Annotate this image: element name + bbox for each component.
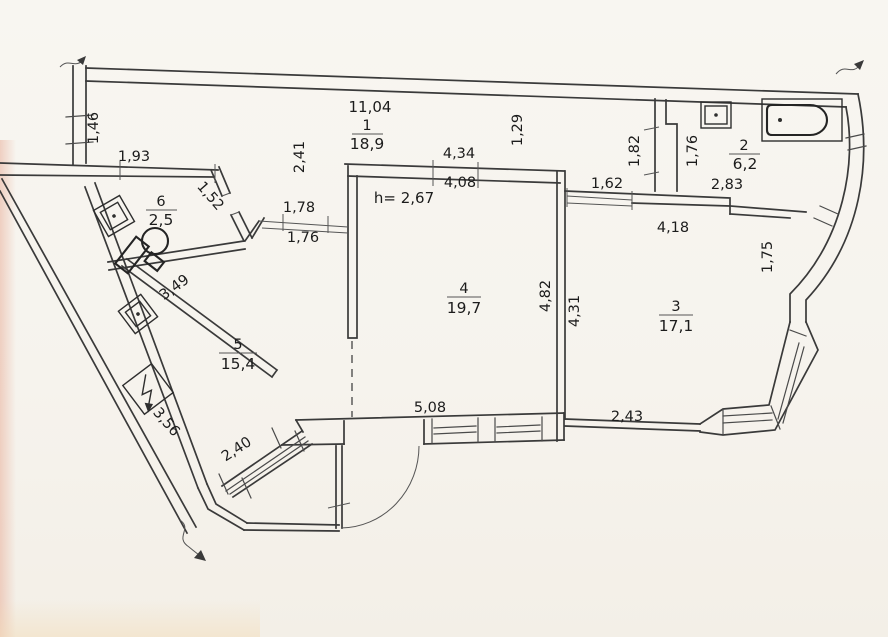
dim-room3-door: 1,62 [591, 176, 623, 192]
wall-break-top-left-icon [59, 56, 86, 68]
room-2-number: 2 [739, 138, 748, 154]
dim-room2-height: 1,76 [685, 135, 701, 167]
room-label-2: 2 6,2 [729, 138, 760, 173]
bathtub-icon [761, 98, 843, 142]
room-label-1: 1 18,9 [350, 118, 385, 153]
room-5-area: 15,4 [221, 355, 256, 373]
room-label-4: 4 19,7 [447, 281, 482, 317]
windows [65, 114, 867, 532]
fixtures [92, 98, 843, 416]
room-1-area: 18,9 [350, 135, 385, 153]
dim-top-wall: 11,04 [349, 98, 392, 116]
door-swing-arc [340, 445, 420, 529]
room-label-5: 5 15,4 [219, 337, 257, 373]
dim-left-wall-window: 1,46 [86, 112, 102, 144]
dimension-labels: 11,04 1,46 1,93 2,41 1,29 1,82 1,76 2,83… [86, 98, 776, 465]
dim-room3-right: 1,75 [760, 241, 776, 273]
room-4-number: 4 [459, 281, 468, 297]
toilet-icon [113, 226, 170, 275]
room-5-number: 5 [233, 337, 242, 353]
dim-room6-door-wall: 1,52 [193, 179, 226, 214]
dim-room2-wall: 1,82 [627, 135, 643, 167]
room-4-area: 19,7 [447, 299, 482, 317]
dim-room4-top-inner: 4,08 [444, 175, 476, 191]
dim-hall-width-left: 2,41 [292, 141, 308, 173]
room-6-number: 6 [156, 194, 165, 210]
dim-hall-opening-outer: 1,78 [283, 200, 315, 216]
sink-icon [117, 293, 159, 335]
dim-room4-bottom: 5,08 [414, 400, 446, 416]
room-label-6: 6 2,5 [146, 194, 177, 229]
room-labels: 1 18,9 2 6,2 3 17,1 4 19,7 5 [146, 118, 760, 373]
room-label-3: 3 17,1 [659, 299, 694, 335]
dim-room3-left: 4,31 [567, 295, 583, 327]
bathroom-sink-icon [700, 101, 732, 129]
balcony-door-leaf [327, 445, 351, 529]
room-3-number: 3 [671, 299, 680, 315]
ceiling-height-label: h= 2,67 [374, 189, 434, 207]
dim-hall-width-right: 1,29 [510, 114, 526, 146]
room-3-area: 17,1 [659, 317, 694, 335]
dim-room3-bottom: 2,43 [611, 409, 643, 425]
wall-break-symbols [59, 56, 864, 561]
dim-corridor-wall: 3,49 [157, 272, 193, 304]
room-6-area: 2,5 [149, 211, 174, 229]
dim-room2-width: 2,83 [711, 177, 743, 193]
outer-walls [0, 65, 865, 535]
lightning-icon [141, 374, 154, 413]
dimension-ticks [119, 126, 660, 233]
room-2-area: 6,2 [733, 155, 758, 173]
dim-room4-right: 4,82 [538, 280, 554, 312]
wall-break-top-right-icon [835, 60, 864, 75]
dim-room4-top-outer: 4,34 [443, 146, 475, 162]
washbasin-icon [92, 194, 136, 238]
dim-room6-top: 1,93 [118, 149, 150, 165]
openings [327, 341, 420, 529]
inner-walls [107, 98, 807, 442]
dim-room3-top: 4,18 [657, 220, 689, 236]
dim-balcony-window: 2,40 [219, 434, 255, 465]
room-1-number: 1 [362, 118, 371, 134]
wall-break-balcony-icon [179, 519, 206, 561]
electric-panel-icon [121, 362, 175, 416]
dim-hall-opening-inner: 1,76 [287, 230, 319, 246]
